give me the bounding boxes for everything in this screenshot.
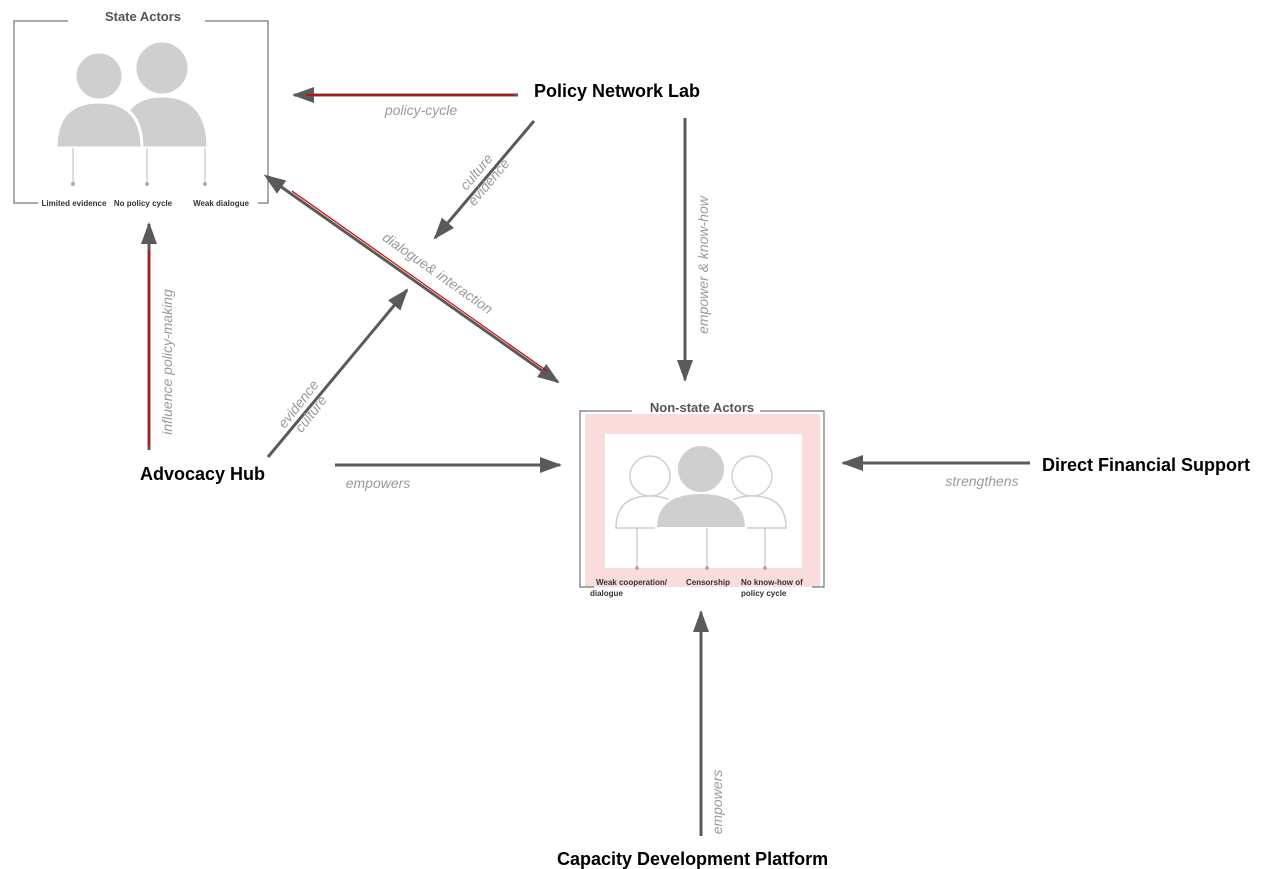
state-actors-title: State Actors [105,9,181,24]
policy-network-lab-label: Policy Network Lab [534,81,700,101]
empower-know-how-label: empower & know-how [695,195,711,334]
issue-dot [71,182,75,186]
hub-empowers-label: empowers [346,475,411,491]
strengthens-label: strengthens [945,473,1018,489]
non-state-issue-dialogue: dialogue [590,589,623,598]
issue-dot [145,182,149,186]
non-state-issue-no-know-how: No know-how of [741,578,803,587]
issue-dot [763,566,767,570]
influence-policy-making-label: influence policy-making [159,289,175,435]
dialogue-interaction-highlight [291,190,548,372]
non-state-actors-box: Non-state Actors Weak cooperation/ d [579,400,825,598]
state-actors-people-icon [54,39,210,150]
non-state-actors-title: Non-state Actors [650,400,754,415]
issue-dot [203,182,207,186]
non-state-actors-group-icon [615,444,787,529]
state-issue-weak-dialogue: Weak dialogue [193,199,249,208]
dialogue-interaction-arrow [263,174,560,384]
issue-dot [635,566,639,570]
advocacy-hub-label: Advocacy Hub [140,464,265,484]
state-issue-limited-evidence: Limited evidence [42,199,107,208]
non-state-issue-censorship: Censorship [686,578,730,587]
state-actors-box: State Actors Limited evidence No policy … [13,9,269,208]
non-state-issue-weak-cooperation: Weak cooperation/ [596,578,668,587]
non-state-issue-policy-cycle: policy cycle [741,589,787,598]
state-issue-connectors [72,148,206,183]
platform-empowers-label: empowers [709,770,725,835]
issue-dot [705,566,709,570]
hub-evidence-culture-arrow [266,288,409,458]
direct-financial-support-label: Direct Financial Support [1042,455,1250,475]
capacity-development-platform-label: Capacity Development Platform [557,849,828,869]
policy-cycle-label: policy-cycle [384,102,458,118]
state-issue-no-policy-cycle: No policy cycle [114,199,173,208]
